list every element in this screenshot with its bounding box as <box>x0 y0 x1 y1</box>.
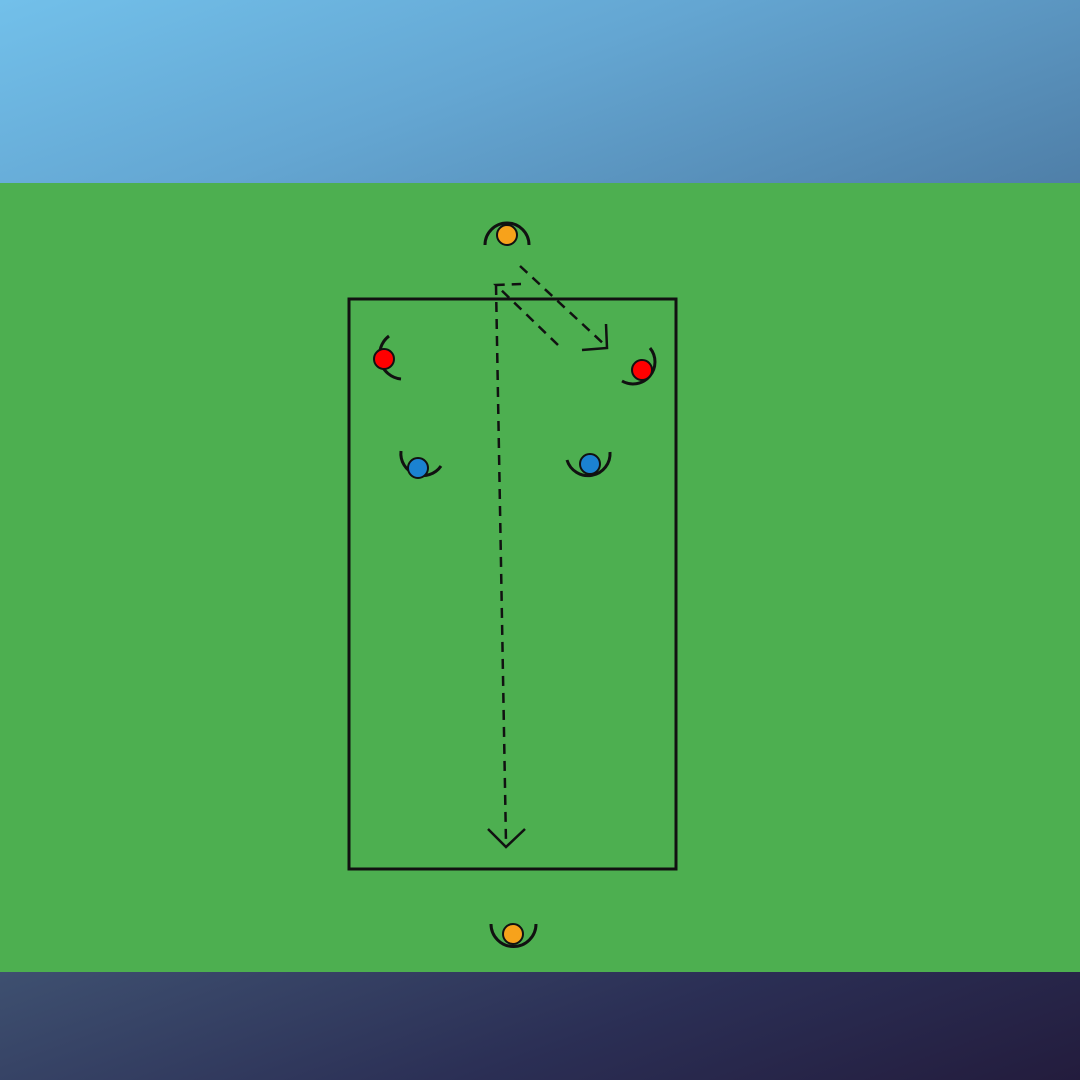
top-background-band <box>0 0 1080 183</box>
player-orange-bottom <box>489 923 538 948</box>
playing-area-rectangle <box>347 297 678 871</box>
bottom-background-band <box>0 972 1080 1080</box>
pitch-field <box>0 183 1080 972</box>
run-arrow-long <box>487 282 559 849</box>
player-orange-top <box>483 221 531 246</box>
player-blue-left <box>399 450 443 479</box>
player-red-right <box>621 347 657 386</box>
player-blue-right <box>565 451 612 478</box>
pass-arrow-diagonal <box>519 265 609 352</box>
player-red-left <box>373 334 402 381</box>
